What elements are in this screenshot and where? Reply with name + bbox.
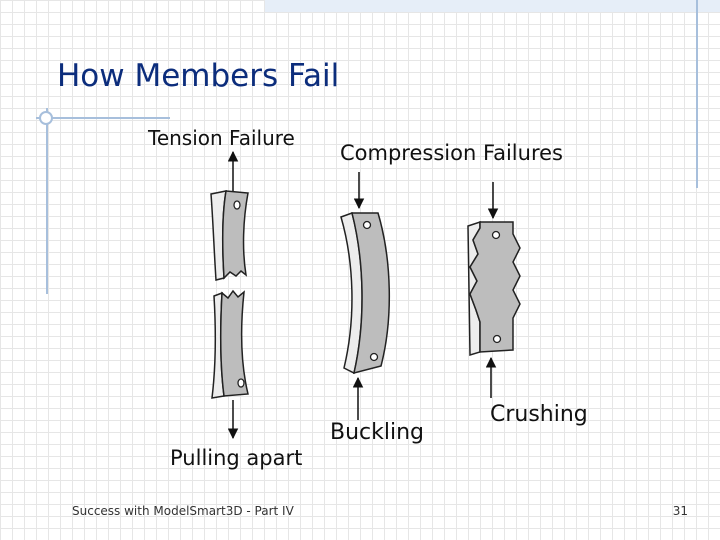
tension-upper-half [221, 190, 249, 280]
pulling-apart-label: Pulling apart [170, 446, 303, 470]
tension-member [210, 150, 249, 440]
right-accent-line [696, 0, 698, 188]
buckling-label: Buckling [330, 420, 425, 445]
buckling-front-face [351, 212, 391, 375]
buckling-top-bolt [362, 220, 372, 230]
tension-failure-label: Tension Failure [148, 126, 295, 150]
crushing-member [467, 182, 521, 398]
slide-footer: Success with ModelSmart3D - Part IV [72, 504, 294, 518]
tension-upper-bolt [233, 200, 241, 210]
tension-lower-half [219, 289, 249, 397]
left-accent-line [46, 108, 48, 294]
crushing-label: Crushing [490, 402, 588, 427]
crushing-top-bolt [491, 230, 501, 240]
tension-lower-bolt [237, 378, 245, 388]
title-accent-ring [39, 111, 53, 125]
title-accent-line [36, 117, 170, 119]
crushing-bottom-bolt [492, 334, 502, 344]
buckling-member [340, 172, 391, 420]
top-accent-bar [265, 0, 720, 12]
crushing-front-face [469, 221, 521, 353]
compression-failures-label: Compression Failures [340, 141, 563, 165]
slide-title: How Members Fail [57, 58, 340, 94]
page-number: 31 [672, 504, 688, 518]
buckling-bottom-bolt [369, 352, 379, 362]
